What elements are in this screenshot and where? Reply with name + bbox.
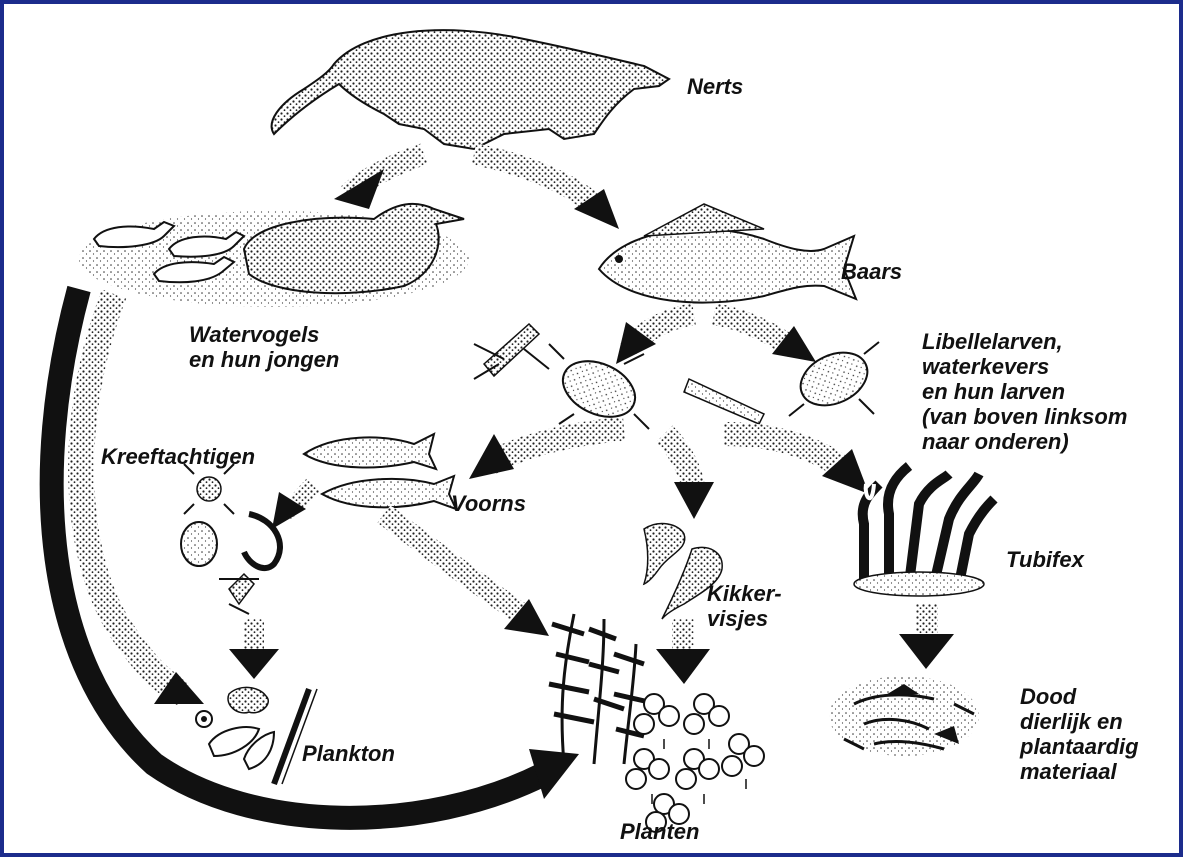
arrow-crustaceans-to-plankton	[229, 619, 279, 679]
arrow-roach-to-crustaceans	[272, 484, 314, 529]
arrow-larvae-fan	[469, 429, 869, 519]
plankton-illustration	[196, 687, 317, 784]
waterbirds-illustration	[79, 204, 469, 307]
label-nerts: Nerts	[687, 74, 743, 99]
arrow-tadpoles-to-plants	[656, 619, 710, 684]
label-kikkervisjes: Kikker- visjes	[707, 581, 782, 631]
insect-larvae-illustration	[474, 324, 879, 429]
mink-illustration	[272, 30, 669, 149]
label-tubifex: Tubifex	[1006, 547, 1084, 572]
arrow-roach-to-plants	[384, 514, 549, 636]
tubifex-illustration	[854, 466, 994, 596]
label-libellelarven: Libellelarven, waterkevers en hun larven…	[922, 329, 1127, 454]
arrow-perch-to-larvae	[616, 314, 816, 364]
roach-illustration	[304, 434, 456, 509]
label-dood: Dood dierlijk en plantaardig materiaal	[1020, 684, 1139, 784]
label-voorns: Voorns	[451, 491, 526, 516]
crustacean-illustration	[181, 464, 280, 614]
label-plankton: Plankton	[302, 741, 395, 766]
label-planten: Planten	[620, 819, 699, 844]
label-baars: Baars	[841, 259, 902, 284]
arrow-mink-to-perch	[474, 154, 619, 229]
detritus-illustration	[829, 676, 979, 756]
arrow-tubifex-to-detritus	[899, 604, 954, 669]
perch-illustration	[599, 204, 856, 303]
arrow-mink-to-waterbirds	[334, 154, 424, 209]
arrow-waterbirds-to-plankton	[81, 294, 204, 704]
label-kreeftachtigen: Kreeftachtigen	[101, 444, 255, 469]
label-watervogels: Watervogels en hun jongen	[189, 322, 339, 372]
plants-illustration	[549, 614, 764, 832]
